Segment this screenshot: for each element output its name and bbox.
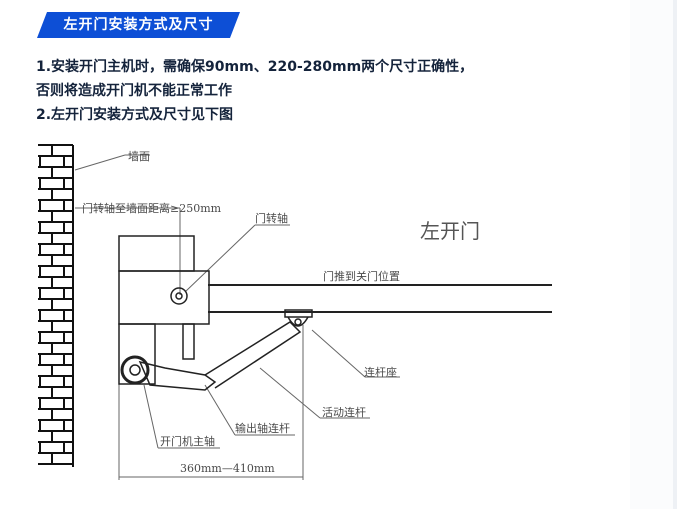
scrollbar-track[interactable] <box>673 0 677 509</box>
banner-title: 左开门安装方式及尺寸 <box>63 17 214 33</box>
page-margin <box>630 0 673 509</box>
label-door-closed-position: 门推到关门位置 <box>323 270 400 283</box>
instruction-line-3: 2.左开门安装方式及尺寸见下图 <box>36 107 234 123</box>
opener-housing <box>118 235 313 391</box>
banner-parallelogram <box>37 12 240 38</box>
installation-diagram: 墙面 门转轴至墙面距离≥250mm 门转轴 左开门 门推到关门位置 连杆座 活动… <box>0 130 677 509</box>
label-link-seat: 连杆座 <box>364 366 397 379</box>
diagram-title: 左开门 <box>420 219 480 243</box>
label-movable-link: 活动连杆 <box>322 406 366 419</box>
instruction-line-1: 1.安装开门主机时，需确保90mm、220-280mm两个尺寸正确性， <box>36 59 474 75</box>
label-pivot-to-wall: 门转轴至墙面距离≥250mm <box>82 202 222 215</box>
label-dimension: 360mm—410mm <box>180 462 275 475</box>
brick-wall <box>38 144 74 467</box>
label-wall: 墙面 <box>128 150 150 163</box>
label-output-shaft-link: 输出轴连杆 <box>235 422 290 435</box>
diagram-drawing <box>38 144 552 480</box>
instruction-line-2: 否则将造成开门机不能正常工作 <box>36 83 232 99</box>
label-opener-main-shaft: 开门机主轴 <box>160 435 215 448</box>
section-banner: 左开门安装方式及尺寸 <box>37 12 240 38</box>
door-leaf <box>208 284 552 313</box>
label-door-pivot: 门转轴 <box>255 212 288 225</box>
